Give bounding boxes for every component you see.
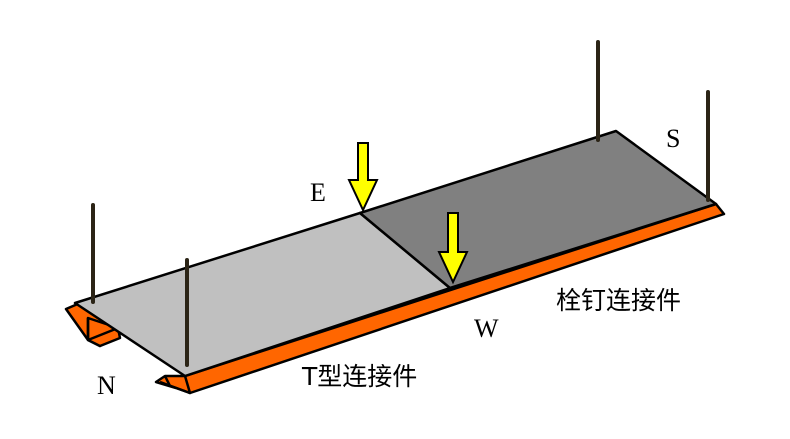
label-west: W: [474, 314, 499, 343]
label-south: S: [666, 124, 681, 153]
label-east: E: [310, 178, 326, 207]
hanger-rods: [91, 40, 710, 367]
load-arrow-icon: [437, 212, 469, 285]
girder-front: [154, 202, 726, 395]
label-north: N: [97, 371, 116, 400]
load-arrow-icon: [347, 142, 379, 213]
label-t-connector: T型连接件: [302, 362, 418, 391]
label-stud-connector: 栓钉连接件: [556, 286, 682, 315]
